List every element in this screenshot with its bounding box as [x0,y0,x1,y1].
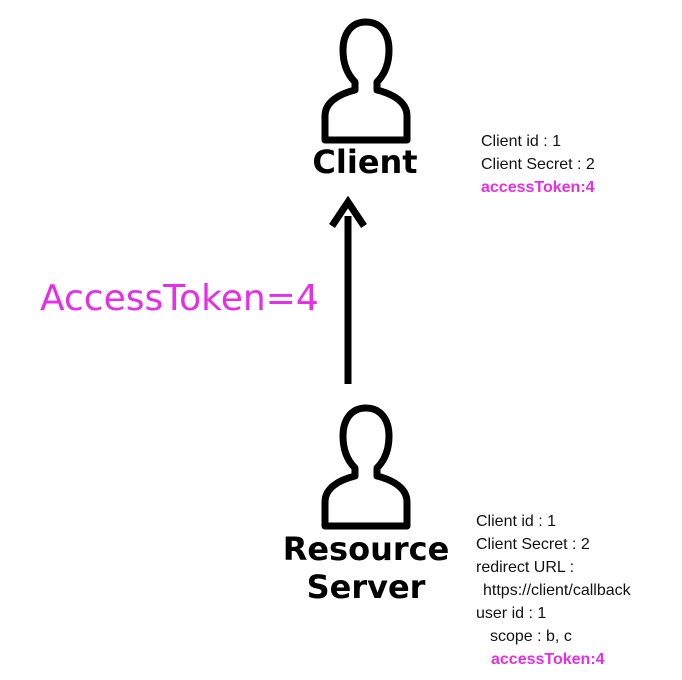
flow-token-label: AccessToken=4 [40,278,319,319]
client-info: Client id : 1 Client Secret : 2 accessTo… [481,130,595,199]
rs-info-line-redirect-url-value: https://client/callback [483,582,631,599]
rs-info-line-access-token: accessToken:4 [491,651,605,668]
resource-server-info: Client id : 1 Client Secret : 2 redirect… [476,510,631,671]
client-info-line-client-secret: Client Secret : 2 [481,156,595,173]
rs-info-line-redirect-url-label: redirect URL : [476,559,575,576]
resource-server-person-icon [321,404,411,530]
rs-info-line-client-id: Client id : 1 [476,513,557,530]
resource-server-label-line1: Resource [282,530,450,568]
client-person-icon [321,18,411,144]
client-info-line-client-id: Client id : 1 [481,133,562,150]
client-info-line-access-token: accessToken:4 [481,179,595,196]
rs-info-line-client-secret: Client Secret : 2 [476,536,590,553]
rs-info-line-user-id: user id : 1 [476,605,547,622]
client-label: Client [312,143,418,181]
flow-arrow [329,196,367,384]
resource-server-label-line2: Server [306,568,426,606]
rs-info-line-scope: scope : b, c [490,628,572,645]
resource-server-label: Resource Server [276,530,456,606]
